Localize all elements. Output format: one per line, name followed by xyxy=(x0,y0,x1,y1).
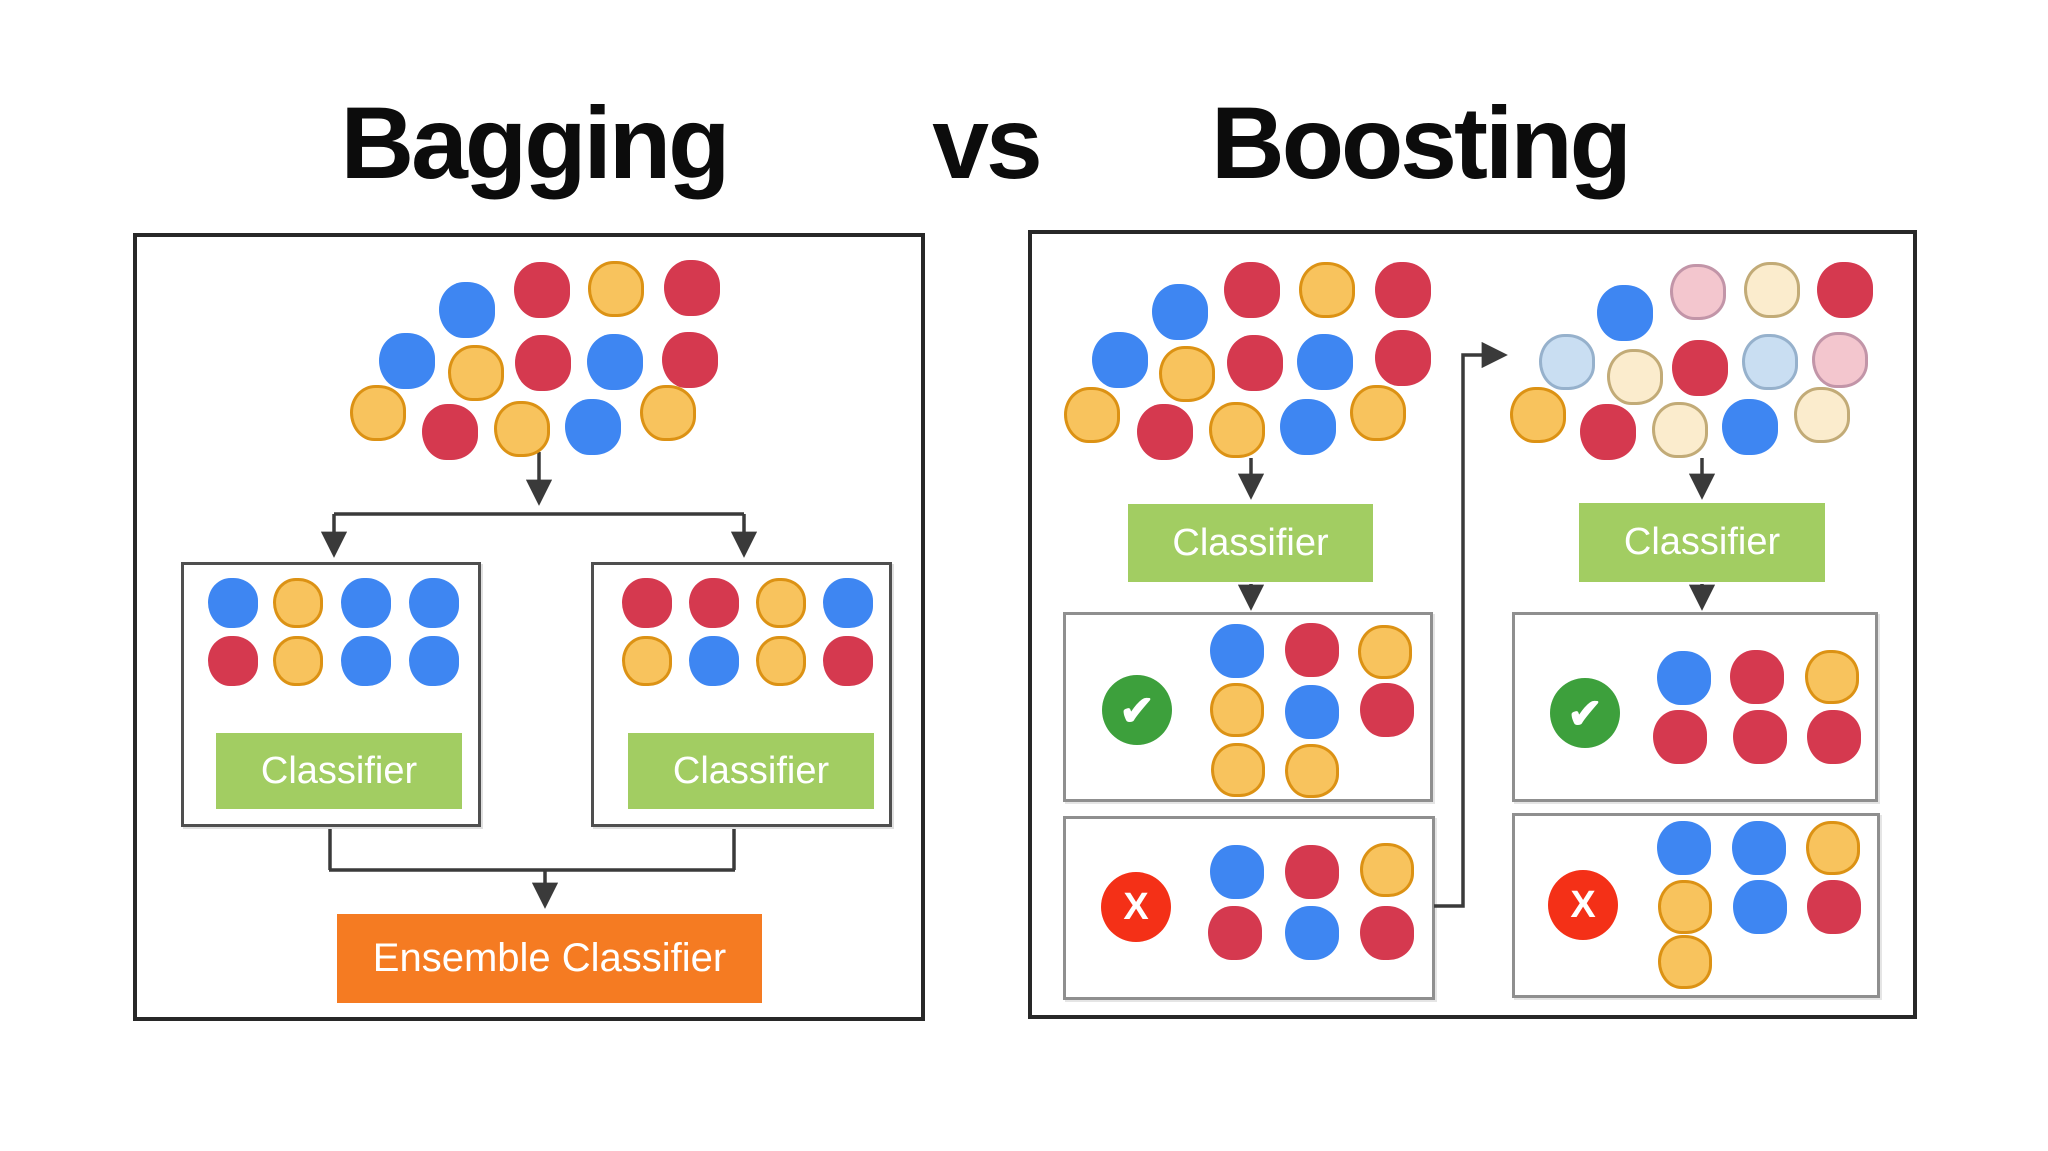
x-icon: X xyxy=(1101,872,1171,942)
boosting-classifier-label-1: Classifier xyxy=(1128,504,1373,582)
title-bagging: Bagging xyxy=(340,86,731,200)
check-icon: ✔ xyxy=(1550,678,1620,748)
check-icon: ✔ xyxy=(1102,675,1172,745)
bagging-classifier-label-right: Classifier xyxy=(628,733,874,809)
boosting-classifier-label-2: Classifier xyxy=(1579,503,1825,582)
bagging-classifier-label-left: Classifier xyxy=(216,733,462,809)
x-icon: X xyxy=(1548,870,1618,940)
title-vs: vs xyxy=(932,86,1042,200)
title-boosting: Boosting xyxy=(1211,86,1632,200)
ensemble-classifier-label: Ensemble Classifier xyxy=(337,914,762,1003)
